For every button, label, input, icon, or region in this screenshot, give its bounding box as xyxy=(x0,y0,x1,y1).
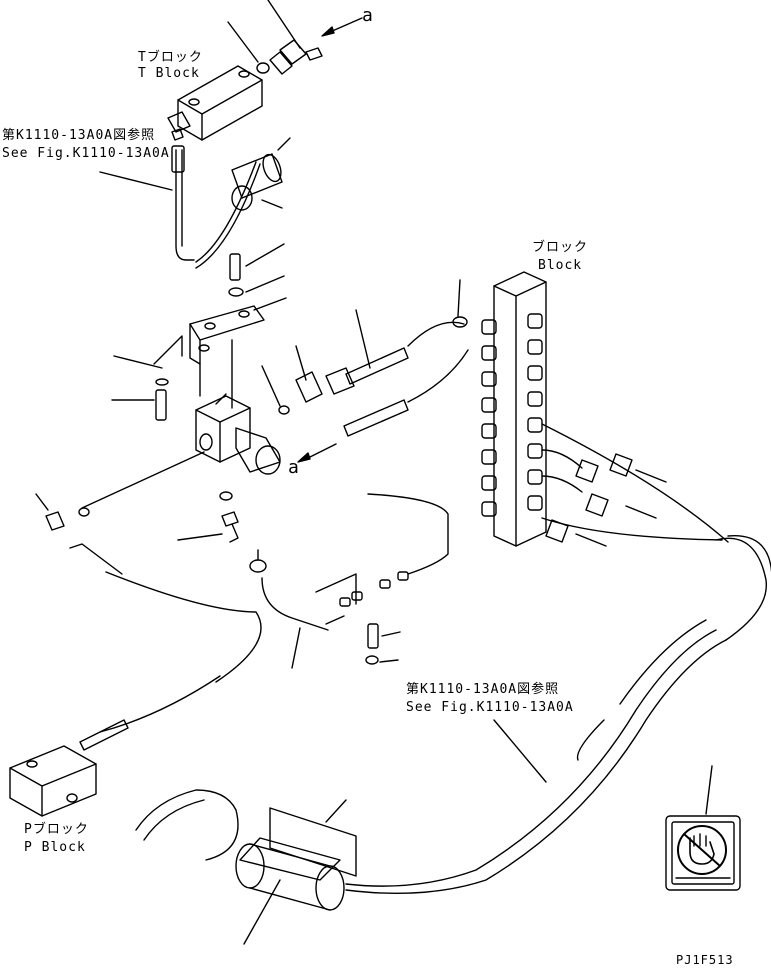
no-hand-touch-icon xyxy=(665,765,741,891)
top-fitting xyxy=(227,0,323,75)
t-block-part xyxy=(167,65,263,141)
block-label-jp: ブロック xyxy=(532,240,589,255)
pipe-bundle xyxy=(345,619,727,895)
arrow-a-mid-label: a xyxy=(288,457,300,478)
manifold-block xyxy=(493,271,547,547)
lower-body xyxy=(135,789,345,945)
see-fig-label-en-2: See Fig.K1110-13A0A xyxy=(406,700,574,715)
block-label-en: Block xyxy=(538,258,583,273)
bolt-washer xyxy=(228,243,285,297)
see-fig-label-jp-2: 第K1110-13A0A図参照 xyxy=(406,682,560,697)
left-hose xyxy=(35,493,262,751)
arrow-a-mid xyxy=(297,443,337,463)
t-block-label-en: T Block xyxy=(138,66,200,81)
harness-fittings xyxy=(177,491,449,669)
bracket-plate xyxy=(189,297,287,409)
see-fig-label-en-1: See Fig.K1110-13A0A xyxy=(2,146,170,161)
hose-upper xyxy=(345,279,468,385)
manifold-fittings-right xyxy=(527,313,543,511)
p-block-label-jp: Pブロック xyxy=(24,822,89,837)
see-fig-label-jp-1: 第K1110-13A0A図参照 xyxy=(2,128,156,143)
accumulator-part xyxy=(231,137,291,211)
arrow-a-top-label: a xyxy=(362,5,374,26)
arrow-a-top xyxy=(321,17,363,37)
drawing-code: PJ1F513 xyxy=(676,953,734,967)
label-box-lower xyxy=(269,799,357,877)
manifold-fittings-left xyxy=(481,319,497,517)
upper-tube xyxy=(99,145,261,269)
valve-body xyxy=(81,393,281,509)
manifold-hoses xyxy=(541,423,771,641)
left-small-parts xyxy=(111,335,183,421)
t-block-label-jp: Tブロック xyxy=(138,50,203,65)
center-fittings xyxy=(261,345,355,415)
reference-leader-2 xyxy=(493,719,547,783)
p-block-part xyxy=(9,745,97,817)
p-block-label-en: P Block xyxy=(24,840,86,855)
hose-lower xyxy=(343,349,469,437)
